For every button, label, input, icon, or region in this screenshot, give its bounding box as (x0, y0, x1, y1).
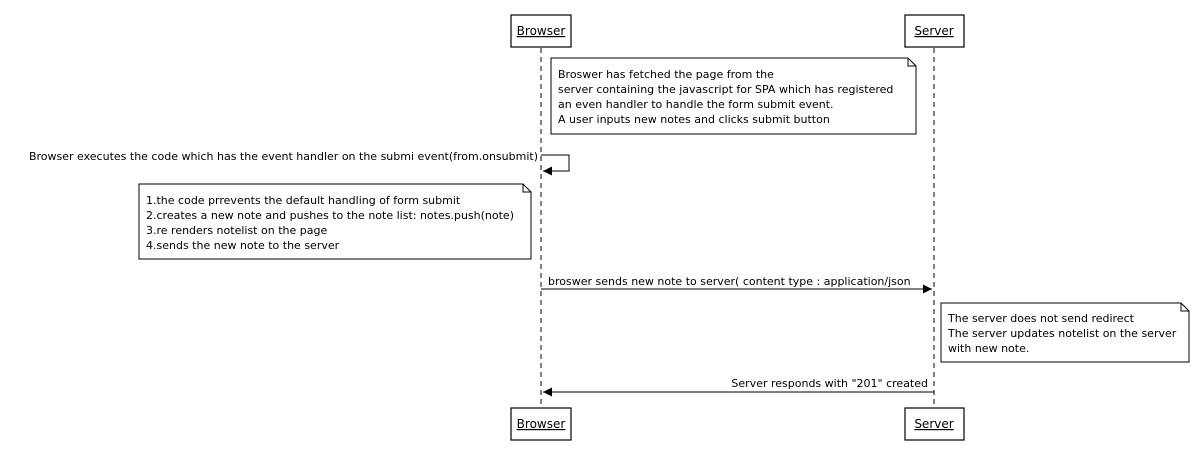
response-label: Server responds with "201" created (731, 377, 928, 390)
server-participant-bottom: Server (904, 407, 965, 441)
note-server-line-2: The server updates notelist on the serve… (947, 327, 1177, 340)
browser-label-bottom: Browser (517, 417, 566, 431)
note-server: The server does not send redirect The se… (940, 302, 1190, 363)
send-note-label: broswer sends new note to server( conten… (548, 275, 911, 288)
note-intro: Broswer has fetched the page from the se… (550, 57, 917, 135)
self-call-label: Browser executes the code which has the … (29, 150, 538, 163)
browser-participant-top: Browser (510, 14, 572, 48)
note-code-line-3: 3.re renders notelist on the page (146, 224, 327, 237)
note-server-line-3: with new note. (948, 342, 1029, 355)
server-label-top: Server (914, 24, 953, 38)
message-send-note: broswer sends new note to server( conten… (541, 275, 932, 294)
message-response: Server responds with "201" created (543, 377, 934, 397)
server-participant-top: Server (904, 14, 965, 48)
note-code-line-2: 2.creates a new note and pushes to the n… (146, 209, 514, 222)
note-code-steps: 1.the code prrevents the default handlin… (138, 183, 532, 260)
server-label-bottom: Server (914, 417, 953, 431)
browser-label-top: Browser (517, 24, 566, 38)
note-code-line-4: 4.sends the new note to the server (146, 239, 340, 252)
note-server-line-1: The server does not send redirect (947, 312, 1135, 325)
note-intro-line-4: A user inputs new notes and clicks submi… (558, 113, 830, 126)
browser-participant-bottom: Browser (510, 407, 572, 441)
message-self-call: Browser executes the code which has the … (29, 150, 570, 176)
note-intro-line-1: Broswer has fetched the page from the (558, 68, 774, 81)
note-intro-line-3: an even handler to handle the form submi… (558, 98, 834, 111)
note-code-line-1: 1.the code prrevents the default handlin… (146, 194, 461, 207)
note-intro-line-2: server containing the javascript for SPA… (558, 83, 893, 96)
